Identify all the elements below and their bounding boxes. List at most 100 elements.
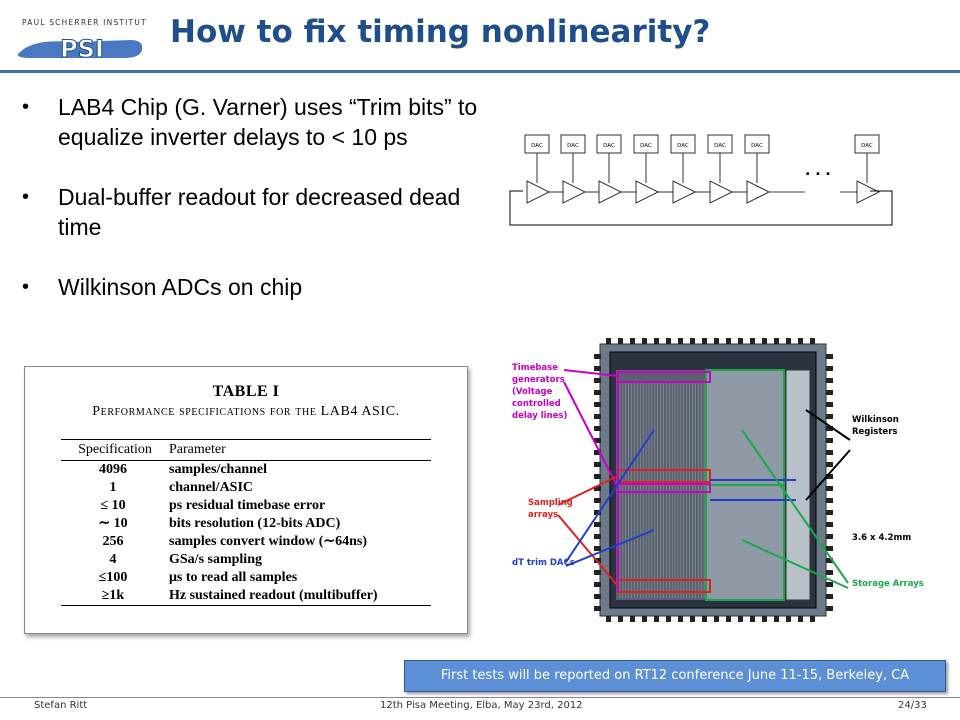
bond-pad [826, 582, 833, 587]
bond-pad [826, 426, 833, 431]
bond-pad [702, 616, 707, 622]
bond-pad [702, 338, 707, 344]
timebase-label-line: Timebase [512, 363, 558, 373]
cell-param: channel/ASIC [169, 480, 254, 495]
bond-pad [762, 338, 767, 344]
slide-title: How to fix timing nonlinearity? [170, 14, 711, 50]
bond-pad [594, 462, 601, 467]
delay-buffer [562, 180, 586, 204]
bond-pad [594, 378, 601, 383]
bond-pad [826, 558, 833, 563]
cell-spec: 4096 [99, 462, 127, 477]
storage-arrow-2 [741, 539, 849, 589]
cell-spec: ∼ 10 [98, 516, 128, 531]
footer-divider [0, 697, 960, 698]
timebase-label-line: (Voltage [512, 387, 553, 397]
buffer-chain [526, 180, 880, 204]
footer-meeting: 12th Pisa Meeting, Elba, May 23rd, 2012 [380, 700, 583, 711]
bond-pad [826, 474, 833, 479]
bond-pad [826, 510, 833, 515]
chip-size-label: 3.6 x 4.2mm [852, 533, 911, 543]
bond-pad [826, 546, 833, 551]
bond-pad [594, 486, 601, 491]
bond-pad [642, 338, 647, 344]
trim-arrow-2 [565, 529, 655, 567]
timebase-label-line: controlled [512, 399, 561, 409]
bond-pad [666, 338, 671, 344]
dac-label: DAC [861, 143, 873, 149]
dac-label: DAC [677, 143, 689, 149]
table-row: 4096 samples/channel [61, 461, 431, 480]
lab4-chip-layout-figure: Timebase generators (Voltage controlled … [512, 338, 924, 622]
cell-param: samples/channel [169, 462, 268, 477]
circuit-ellipsis: . . . [805, 163, 831, 179]
trim-dac-label: dT trim DACs [512, 558, 575, 568]
table-title: TABLE I [212, 383, 280, 400]
bond-pad [738, 616, 743, 622]
bond-pad [798, 616, 803, 622]
delay-buffer [598, 180, 622, 204]
cell-param: ps residual timebase error [169, 498, 326, 513]
cell-spec: 1 [109, 480, 117, 495]
logo-institute-name: PAUL SCHERRER INSTITUT [22, 18, 147, 27]
cell-spec: ≤100 [98, 570, 128, 585]
bond-pad [678, 616, 683, 622]
cell-spec: ≥1k [61, 587, 165, 606]
wilkinson-label: Wilkinson Registers [852, 415, 902, 437]
performance-table-figure: TABLE I Performance specifications for t… [24, 366, 468, 634]
bond-pad [654, 338, 659, 344]
bond-pad [630, 338, 635, 344]
bond-pad [678, 338, 683, 344]
table-row: ≤ 10 ps residual timebase error [61, 497, 431, 515]
cell-spec: 4 [109, 552, 117, 567]
bond-pad [594, 606, 601, 611]
bond-pad [826, 534, 833, 539]
dac-label: DAC [751, 143, 763, 149]
bond-pad [594, 390, 601, 395]
timebase-label-line: generators [512, 375, 565, 385]
bond-pad [786, 616, 791, 622]
trim-arrow-1 [565, 429, 655, 563]
title-divider [0, 70, 960, 73]
bond-pad [618, 616, 623, 622]
bond-pad [810, 616, 815, 622]
wilkinson-arrow-2 [805, 449, 851, 501]
bond-pad [786, 338, 791, 344]
bond-pad [594, 450, 601, 455]
chip-labels: Timebase generators (Voltage controlled … [512, 363, 924, 589]
bond-pad [826, 462, 833, 467]
bond-pad [594, 474, 601, 479]
wilkinson-label-line: Registers [852, 427, 897, 437]
bond-pads [594, 338, 833, 622]
delay-buffer [709, 180, 733, 204]
bond-pad [826, 450, 833, 455]
bond-pad [826, 390, 833, 395]
bond-pad [826, 378, 833, 383]
bond-pad [826, 594, 833, 599]
bond-pad [714, 616, 719, 622]
bond-pad [826, 438, 833, 443]
cell-param: Hz sustained readout (multibuffer) [165, 587, 431, 606]
bond-pad [726, 338, 731, 344]
cell-spec: 256 [102, 534, 124, 549]
footer-page-number: 24/33 [898, 700, 927, 711]
bond-pad [594, 354, 601, 359]
bond-pad [826, 414, 833, 419]
bond-pad [594, 594, 601, 599]
table-row: 1 channel/ASIC [61, 479, 431, 497]
bond-pad [606, 338, 611, 344]
bond-pad [826, 570, 833, 575]
sampling-label: Sampling arrays [528, 498, 576, 520]
bond-pad [690, 616, 695, 622]
bond-pad [594, 366, 601, 371]
bond-pad [798, 338, 803, 344]
cell-spec: ≤ 10 [100, 498, 126, 513]
dac-label: DAC [603, 143, 615, 149]
bond-pad [774, 338, 779, 344]
